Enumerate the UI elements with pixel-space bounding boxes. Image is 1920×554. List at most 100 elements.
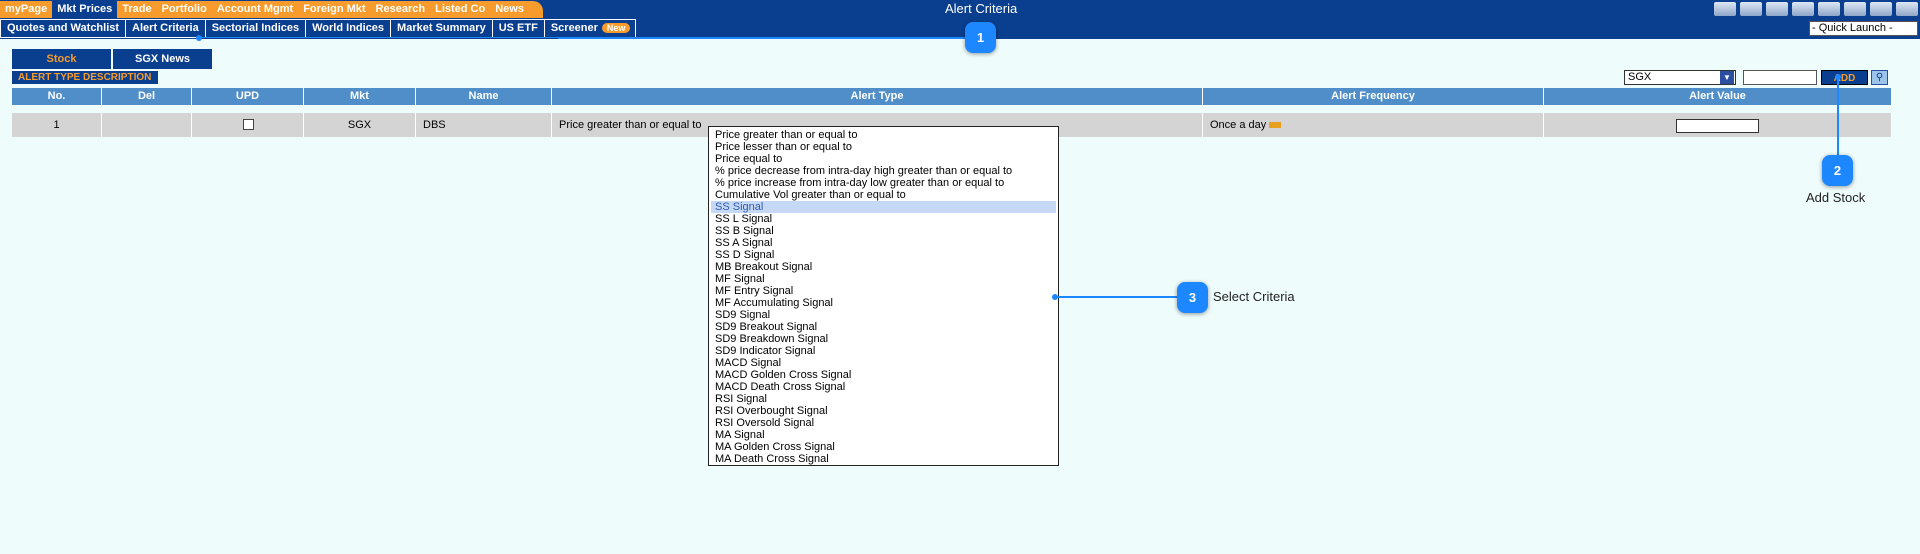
nav-item-news[interactable]: News (495, 3, 524, 15)
subnav-item-sectorial-indices[interactable]: Sectorial Indices (204, 19, 307, 38)
callout-line (1055, 296, 1180, 298)
nav-item-trade[interactable]: Trade (122, 3, 152, 15)
column-header: UPD (192, 88, 304, 105)
dropdown-option[interactable]: RSI Overbought Signal (715, 405, 828, 417)
update-checkbox[interactable] (243, 119, 254, 130)
dropdown-option[interactable]: MF Accumulating Signal (715, 297, 833, 309)
alert-frequency-cell[interactable]: Once a day (1203, 113, 1544, 137)
dropdown-option[interactable]: MB Breakout Signal (715, 261, 813, 273)
market-select[interactable]: SGX (1624, 70, 1736, 85)
callout-line (199, 37, 559, 38)
subnav-item-world-indices[interactable]: World Indices (305, 19, 392, 38)
toolbar-icon[interactable] (1740, 2, 1762, 16)
tab-stock[interactable]: Stock (12, 49, 111, 69)
dropdown-option[interactable]: Price greater than or equal to (715, 129, 858, 141)
dropdown-option[interactable]: RSI Signal (715, 393, 767, 405)
nav-item-research[interactable]: Research (375, 3, 426, 15)
dropdown-option[interactable]: % price decrease from intra-day high gre… (715, 165, 1013, 177)
column-header: No. (12, 88, 102, 105)
toolbar-icon[interactable] (1896, 2, 1918, 16)
callout-line (1837, 77, 1839, 158)
subnav-item-label: Market Summary (397, 22, 486, 34)
dropdown-option[interactable]: MF Signal (715, 273, 765, 285)
toolbar-icons (1714, 2, 1918, 16)
nav-item-mypage[interactable]: myPage (5, 3, 48, 15)
row-number: 1 (12, 113, 102, 137)
dropdown-option[interactable]: SS Signal (711, 201, 1056, 213)
nav-item-listed-co[interactable]: Listed Co (435, 3, 486, 15)
sub-nav: Quotes and Watchlist Alert Criteria Sector… (0, 19, 637, 38)
chevron-down-icon[interactable]: ▼ (1720, 71, 1734, 84)
stock-code-input[interactable] (1743, 70, 1817, 85)
subnav-item-quotes-and-watchlist[interactable]: Quotes and Watchlist (0, 19, 127, 38)
dropdown-option[interactable]: SD9 Signal (715, 309, 771, 321)
subnav-item-label: Alert Criteria (132, 22, 199, 34)
dropdown-option[interactable]: Cumulative Vol greater than or equal to (715, 189, 906, 201)
dropdown-option[interactable]: Price equal to (715, 153, 783, 165)
toolbar-icon[interactable] (1870, 2, 1892, 16)
callout-dot (196, 35, 202, 41)
dropdown-option[interactable]: % price increase from intra-day low grea… (715, 177, 1005, 189)
subnav-item-label: World Indices (312, 22, 385, 34)
toolbar-icon[interactable] (1818, 2, 1840, 16)
window-title: Alert Criteria (945, 1, 1018, 16)
dropdown-option[interactable]: MACD Signal (715, 357, 782, 369)
callout-label-select-criteria: Select Criteria (1213, 289, 1295, 304)
dropdown-option[interactable]: SS L Signal (715, 213, 773, 225)
dropdown-option[interactable]: SD9 Breakout Signal (715, 321, 818, 333)
column-header: Mkt (304, 88, 416, 105)
nav-item-portfolio[interactable]: Portfolio (161, 3, 207, 15)
toolbar-icon[interactable] (1714, 2, 1736, 16)
dropdown-option[interactable]: Price lesser than or equal to (715, 141, 852, 153)
dropdown-option[interactable]: SS D Signal (715, 249, 775, 261)
toolbar-icon[interactable] (1792, 2, 1814, 16)
subnav-item-label: Sectorial Indices (211, 22, 300, 34)
dropdown-option[interactable]: MA Death Cross Signal (715, 453, 829, 465)
nav-item-mkt-prices[interactable]: Mkt Prices (52, 1, 118, 18)
alert-type-description-button[interactable]: ALERT TYPE DESCRIPTION (12, 71, 158, 84)
subnav-item-label: US ETF (498, 22, 538, 34)
dropdown-option[interactable]: MF Entry Signal (715, 285, 794, 297)
subnav-item-market-summary[interactable]: Market Summary (390, 19, 493, 38)
subnav-item-us-etf[interactable]: US ETF (491, 19, 545, 38)
dropdown-option[interactable]: MA Signal (715, 429, 765, 441)
callout-label-add-stock: Add Stock (1806, 190, 1866, 205)
frequency-dropdown-icon[interactable] (1269, 122, 1281, 128)
sub-bar (0, 19, 1920, 39)
nav-item-account-mgmt[interactable]: Account Mgmt (216, 3, 294, 15)
dropdown-option[interactable]: MACD Golden Cross Signal (715, 369, 852, 381)
nav-item-foreign-mkt[interactable]: Foreign Mkt (303, 3, 366, 15)
column-header: Alert Frequency (1203, 88, 1544, 105)
dropdown-option[interactable]: MA Golden Cross Signal (715, 441, 835, 453)
subnav-item-label: Quotes and Watchlist (7, 22, 120, 34)
quick-launch-select[interactable]: - Quick Launch - (1809, 21, 1918, 36)
callout-badge-1: 1 (965, 22, 996, 53)
subnav-item-alert-criteria[interactable]: Alert Criteria (125, 19, 206, 38)
dropdown-option[interactable]: SS A Signal (715, 237, 773, 249)
column-header: Alert Type (552, 88, 1203, 105)
search-icon[interactable]: ⚲ (1871, 70, 1888, 85)
new-badge: New (601, 23, 631, 33)
subnav-item-label: Screener (550, 22, 598, 34)
dropdown-option[interactable]: MACD Death Cross Signal (715, 381, 846, 393)
alert-value-input[interactable] (1676, 119, 1759, 133)
callout-line (558, 37, 966, 39)
column-header: Name (416, 88, 552, 105)
dropdown-option[interactable]: SS B Signal (715, 225, 774, 237)
tab-sgx-news[interactable]: SGX News (113, 49, 212, 69)
column-header: Del (102, 88, 192, 105)
dropdown-option[interactable]: RSI Oversold Signal (715, 417, 815, 429)
column-header: Alert Value (1544, 88, 1892, 105)
callout-badge-2: 2 (1822, 155, 1853, 186)
dropdown-option[interactable]: SD9 Indicator Signal (715, 345, 816, 357)
delete-cell (102, 113, 192, 137)
add-button[interactable]: ADD (1821, 70, 1868, 85)
toolbar-icon[interactable] (1844, 2, 1866, 16)
toolbar-icon[interactable] (1766, 2, 1788, 16)
dropdown-option[interactable]: SD9 Breakdown Signal (715, 333, 829, 345)
callout-badge-3: 3 (1177, 282, 1208, 313)
main-nav: myPage Mkt Prices Trade Portfolio Account Mg… (0, 1, 543, 18)
name-cell: DBS (416, 113, 552, 137)
